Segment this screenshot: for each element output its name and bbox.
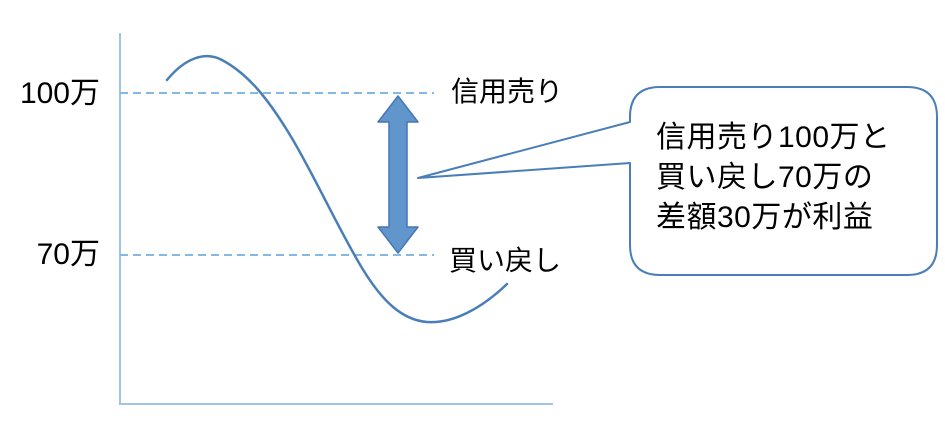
axis-value-70man: 70万 bbox=[36, 238, 100, 271]
level-label-margin-sell: 信用売り bbox=[451, 76, 564, 107]
axis-lines bbox=[119, 33, 553, 405]
callout-text: 信用売り100万と 買い戻し70万の 差額30万が利益 bbox=[656, 118, 926, 238]
price-curve bbox=[165, 55, 509, 324]
callout-line-3: 差額30万が利益 bbox=[656, 201, 874, 234]
callout-line-1: 信用売り100万と bbox=[656, 121, 891, 154]
level-label-buy-back: 買い戻し bbox=[449, 245, 562, 276]
price-difference-arrow-icon bbox=[377, 95, 419, 254]
axis-value-100man: 100万 bbox=[19, 77, 100, 110]
callout-line-2: 買い戻し70万の bbox=[656, 161, 874, 194]
callout-bubble bbox=[417, 86, 938, 276]
